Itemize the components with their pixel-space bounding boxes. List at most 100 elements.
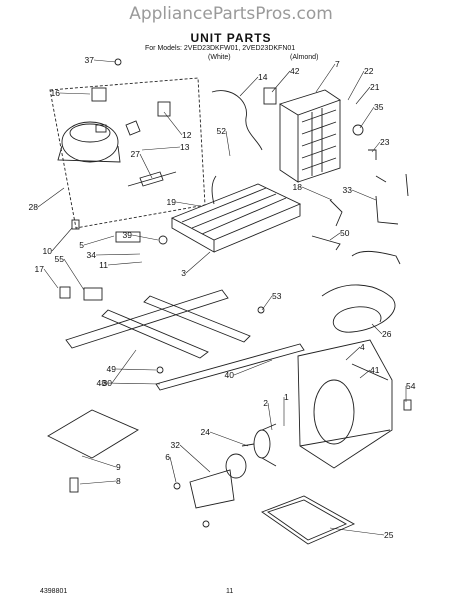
leader-line-23 [371, 141, 381, 153]
tube-drawing [211, 90, 263, 151]
leader-line-5 [83, 235, 115, 246]
callout-34: 34 [87, 250, 97, 260]
callout-42: 42 [290, 66, 300, 76]
page-number: 11 [226, 588, 234, 595]
leader-line-52 [225, 130, 231, 157]
leader-line-34 [95, 253, 141, 256]
relay-drawing [91, 87, 107, 102]
callout-3: 3 [181, 268, 186, 278]
callout-5: 5 [79, 240, 84, 250]
leader-line-48 [105, 382, 161, 385]
fan-blade-drawing [241, 423, 277, 467]
callout-49: 49 [107, 364, 117, 374]
callout-55: 55 [55, 254, 65, 264]
part-17-drawing [59, 286, 71, 299]
callout-33: 33 [343, 185, 353, 195]
callout-32: 32 [171, 440, 181, 450]
callout-11: 11 [99, 260, 108, 270]
leader-line-9 [81, 455, 117, 468]
callout-4: 4 [360, 342, 365, 352]
drain-tray-drawing [261, 495, 356, 545]
leader-line-19 [175, 201, 201, 207]
doc-number: 4398801 [40, 588, 68, 595]
callout-16: 16 [51, 88, 61, 98]
heater-wire-drawing [211, 175, 217, 205]
callout-24: 24 [201, 427, 211, 437]
callout-23: 23 [380, 137, 390, 147]
leader-line-33 [351, 189, 377, 201]
callout-2: 2 [263, 398, 268, 408]
part-10-drawing [71, 219, 80, 230]
leader-line-17 [43, 268, 59, 289]
callout-9: 9 [116, 462, 121, 472]
callout-41: 41 [370, 365, 380, 375]
callout-13: 13 [180, 142, 190, 152]
leader-line-12 [163, 111, 183, 136]
callout-26: 26 [382, 329, 392, 339]
callout-18: 18 [293, 182, 303, 192]
tube-18-drawing [329, 199, 343, 227]
callout-40: 40 [225, 370, 235, 380]
callout-25: 25 [384, 530, 394, 540]
leader-line-37 [93, 59, 117, 63]
fan-housing-drawing [297, 339, 393, 469]
callout-52: 52 [217, 126, 227, 136]
leader-line-3 [185, 251, 211, 274]
callout-27: 27 [131, 149, 141, 159]
leader-line-2 [267, 402, 273, 431]
diagram-title: UNIT PARTS [190, 31, 272, 45]
callout-8: 8 [116, 476, 121, 486]
cover-plate-drawing [47, 409, 139, 459]
callout-12: 12 [182, 130, 192, 140]
callout-54: 54 [406, 381, 416, 391]
callout-39: 39 [123, 230, 133, 240]
capacitor-drawing [127, 171, 177, 187]
callout-17: 17 [35, 264, 45, 274]
callout-48: 48 [97, 378, 107, 388]
base-frame-drawing [65, 289, 251, 359]
drier-tube-drawing [368, 149, 377, 160]
leader-line-28 [37, 187, 65, 208]
leader-line-8 [79, 480, 117, 485]
wiring-harness-drawing [321, 284, 396, 333]
color-almond-label: (Almond) [290, 54, 319, 61]
leader-line-35 [359, 106, 375, 129]
part-8-drawing [69, 477, 79, 493]
leader-line-24 [209, 431, 249, 447]
leader-line-13 [141, 146, 181, 151]
color-white-label: (White) [208, 54, 231, 61]
leader-line-26 [371, 323, 383, 335]
watermark: AppliancePartsPros.com [129, 4, 333, 24]
screw-49-drawing [156, 366, 164, 374]
rail-drawing [155, 343, 305, 391]
evaporator-coil-drawing [170, 183, 302, 253]
leader-line-16 [59, 92, 91, 95]
leader-line-41 [359, 369, 371, 379]
fan-motor-drawing [189, 453, 247, 509]
callout-10: 10 [43, 246, 53, 256]
leader-line-55 [63, 258, 85, 291]
part-54-drawing [403, 399, 412, 411]
leader-line-4 [345, 346, 361, 361]
leader-line-30 [111, 349, 137, 384]
models-line: For Models: 2VED23DKFW01, 2VED23DKFN01 [145, 45, 296, 52]
compressor-group-outline [49, 77, 206, 229]
callout-22: 22 [364, 66, 374, 76]
leader-line-6 [169, 456, 177, 483]
callout-21: 21 [370, 82, 380, 92]
leader-line-21 [355, 86, 371, 105]
part-5-drawing [115, 231, 141, 243]
callout-53: 53 [272, 291, 282, 301]
fan-motor-part-drawing [352, 124, 364, 136]
bracket-42-drawing [263, 87, 277, 105]
leader-line-11 [107, 261, 143, 266]
compressor-drawing [57, 121, 121, 163]
screw-53-drawing [257, 306, 265, 314]
callout-37: 37 [85, 55, 95, 65]
wire-50-drawing [311, 235, 341, 251]
tube-33-drawing [375, 195, 399, 225]
leader-line-42 [271, 70, 291, 93]
callout-28: 28 [29, 202, 39, 212]
